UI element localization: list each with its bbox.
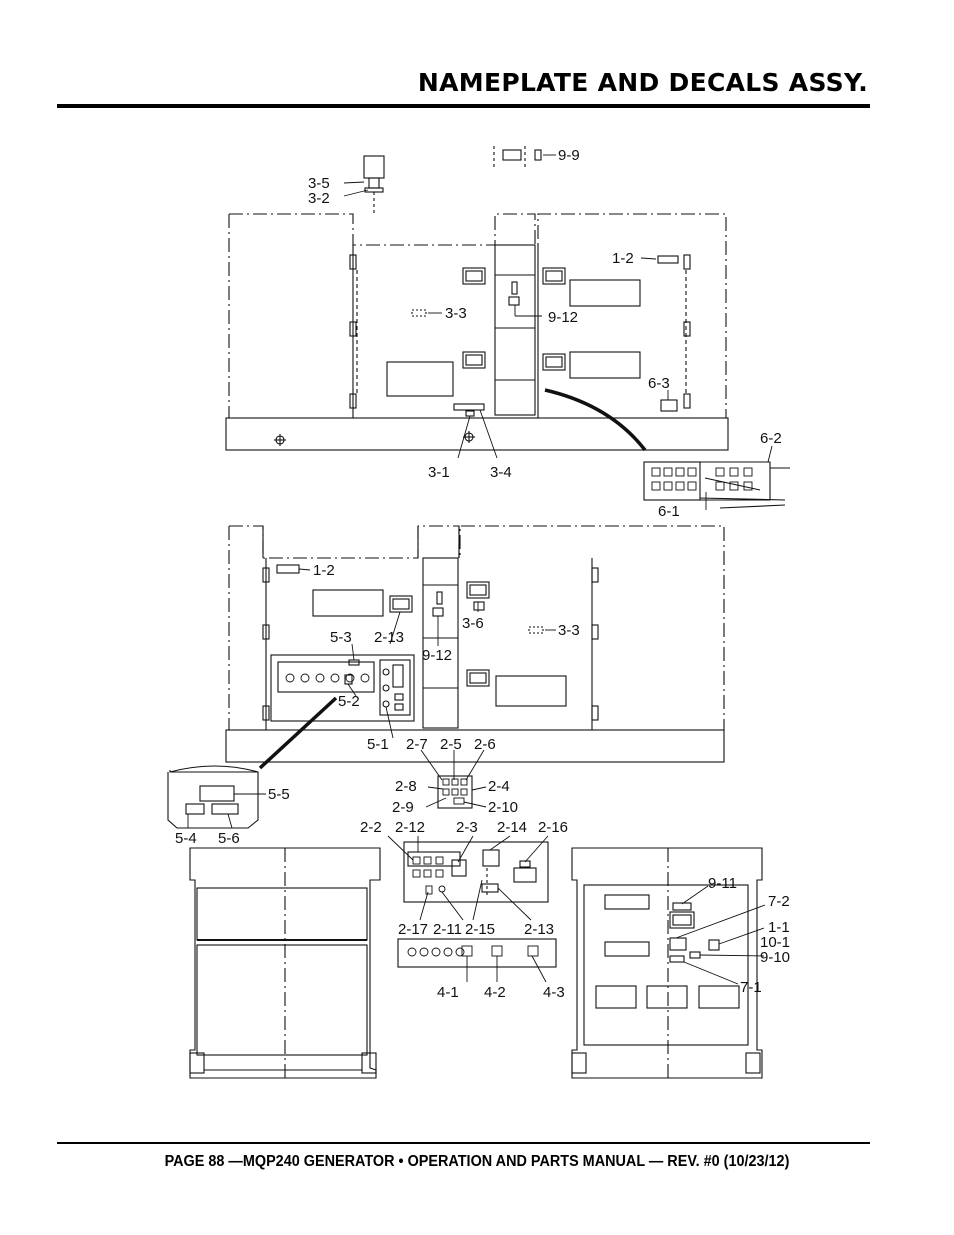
callout-6-2: 6-2 <box>760 430 782 447</box>
callout-1-2: 1-2 <box>612 250 634 267</box>
callout-9-11: 9-11 <box>708 875 737 892</box>
callout-2-3: 2-3 <box>456 819 478 836</box>
generator-side-view-1 <box>225 146 790 509</box>
callout-7-2: 7-2 <box>768 893 790 910</box>
callout-3-1: 3-1 <box>428 464 450 481</box>
control-panel-detail <box>397 841 557 968</box>
callout-9-10: 9-10 <box>760 949 790 966</box>
callout-3-5: 3-5 <box>308 175 330 192</box>
callout-2-10: 2-10 <box>488 799 518 816</box>
callout-2-4: 2-4 <box>488 778 510 795</box>
callout-9-9: 9-9 <box>558 147 580 164</box>
generator-front-view <box>571 847 763 1080</box>
callout-2-17: 2-17 <box>398 921 428 938</box>
page-title: NAMEPLATE AND DECALS ASSY. <box>417 68 868 97</box>
callout-2-8: 2-8 <box>395 778 417 795</box>
callout-4-2: 4-2 <box>484 984 506 1001</box>
footer-rule <box>57 1142 870 1144</box>
callout-2-12: 2-12 <box>395 819 425 836</box>
leader-lines <box>187 154 773 985</box>
callout-4-3: 4-3 <box>543 984 565 1001</box>
callout-3-2: 3-2 <box>308 190 330 207</box>
callout-5-2: 5-2 <box>338 693 360 710</box>
callout-2-9: 2-9 <box>392 799 414 816</box>
callout-5-6: 5-6 <box>218 830 240 847</box>
callout-1-2-mid: 1-2 <box>313 562 335 579</box>
callout-2-6: 2-6 <box>474 736 496 753</box>
callout-3-6: 3-6 <box>462 615 484 632</box>
callout-2-5: 2-5 <box>440 736 462 753</box>
callout-2-15: 2-15 <box>465 921 495 938</box>
generator-rear-view <box>189 847 381 1080</box>
header-rule <box>57 104 870 108</box>
callout-2-7: 2-7 <box>406 736 428 753</box>
callout-5-4: 5-4 <box>175 830 197 847</box>
callout-5-3: 5-3 <box>330 629 352 646</box>
callout-9-12: 9-12 <box>548 309 578 326</box>
callout-10-1: 10-1 <box>760 934 790 951</box>
callout-2-2: 2-2 <box>360 819 382 836</box>
callout-2-11: 2-11 <box>433 921 462 938</box>
callout-2-16: 2-16 <box>538 819 568 836</box>
callout-2-14: 2-14 <box>497 819 527 836</box>
callout-3-3: 3-3 <box>445 305 467 322</box>
callout-7-1: 7-1 <box>740 979 762 996</box>
callout-3-4: 3-4 <box>490 464 512 481</box>
callout-6-1: 6-1 <box>658 503 680 520</box>
callout-6-3: 6-3 <box>648 375 670 392</box>
callout-5-1: 5-1 <box>367 736 389 753</box>
callout-2-13-lower: 2-13 <box>524 921 554 938</box>
page-footer: PAGE 88 —MQP240 GENERATOR • OPERATION AN… <box>164 1153 790 1170</box>
callout-5-5: 5-5 <box>268 786 290 803</box>
callout-3-3-mid: 3-3 <box>558 622 580 639</box>
callout-9-12-mid: 9-12 <box>422 647 452 664</box>
callout-4-1: 4-1 <box>437 984 459 1001</box>
callout-2-13: 2-13 <box>374 629 404 646</box>
generator-side-view-2 <box>167 525 725 829</box>
callout-labels: 9-9 3-5 3-2 1-2 3-3 9-12 6-3 6-2 3-1 3-4… <box>175 147 790 1001</box>
callout-1-1: 1-1 <box>768 919 790 936</box>
